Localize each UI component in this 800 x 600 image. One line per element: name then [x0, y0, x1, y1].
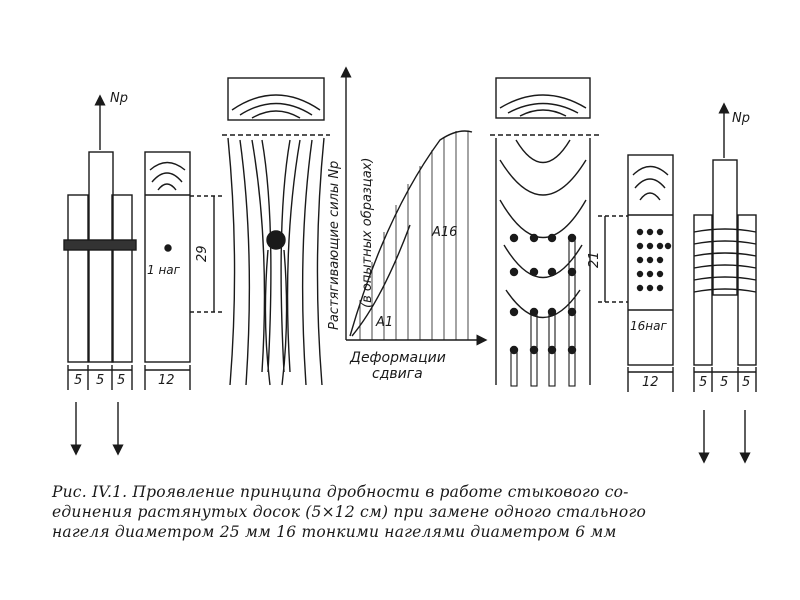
left-joint-side-view	[63, 94, 137, 456]
length-right: 21	[587, 251, 602, 268]
dim-left-1: 5	[74, 373, 82, 388]
dim-right-1: 5	[699, 375, 707, 390]
left-grain-detail	[222, 77, 330, 386]
dim-left-3: 5	[117, 373, 125, 388]
width-right: 12	[642, 375, 659, 390]
graph	[340, 66, 488, 346]
figure-illustration: Np Np 5 5 5 12 29 1 наг 5 5 5 12 21 16на…	[63, 66, 757, 464]
curve-a1-label: A1	[375, 315, 393, 330]
caption-line-2: единения растянутых досок (5×12 см) при …	[52, 503, 647, 521]
force-label-right: Np	[732, 111, 750, 126]
curve-a16-label: A16	[431, 225, 457, 240]
length-left: 29	[195, 245, 210, 262]
curve-a1	[351, 224, 411, 337]
graph-xlabel-1: Деформации	[349, 350, 446, 366]
caption-line-1: Рис. IV.1. Проявление принципа дробности…	[52, 483, 629, 501]
graph-ylabel-2: (в опытных образцах)	[360, 158, 375, 308]
curve-a16	[349, 130, 473, 337]
graph-xlabel-2: сдвига	[372, 366, 423, 382]
figure-caption: Рис. IV.1. Проявление принципа дробности…	[52, 482, 772, 542]
dim-left-2: 5	[96, 373, 104, 388]
right-board-front-view	[598, 154, 674, 392]
dowel-label-right: 16наг	[630, 319, 667, 333]
caption-line-3: нагеля диаметром 25 мм 16 тонкими нагеля…	[52, 523, 617, 541]
dowel-label-left: 1 наг	[147, 263, 181, 277]
dim-right-2: 5	[720, 375, 728, 390]
left-board-front-view	[144, 151, 222, 390]
width-left: 12	[158, 373, 175, 388]
force-label-left: Np	[110, 91, 128, 106]
graph-ylabel-1: Растягивающие силы Np	[327, 161, 342, 330]
dim-right-3: 5	[742, 375, 750, 390]
right-joint-side-view	[693, 102, 757, 464]
right-grain-detail	[490, 77, 600, 387]
